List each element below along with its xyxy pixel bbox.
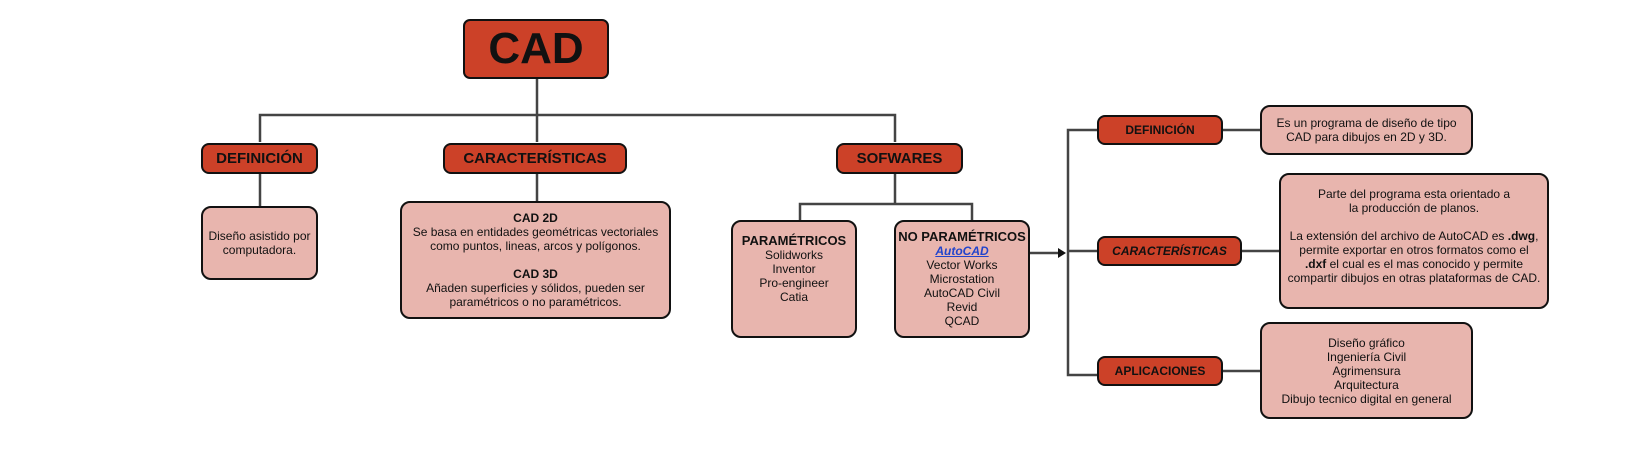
list-item: Catia [779,290,808,304]
node-label: CARACTERÍSTICAS [463,150,607,167]
node-caracteristicas[interactable]: CARACTERÍSTICAS [443,143,627,174]
node-right-aplicaciones[interactable]: APLICACIONES [1097,356,1223,386]
autocad-link[interactable]: AutoCAD [935,244,989,258]
node-label: SOFWARES [856,150,943,167]
root-node-cad[interactable]: CAD [463,19,609,79]
box-right-caracteristicas: Parte del programa esta orientado a la p… [1279,173,1549,309]
box-right-aplicaciones: Diseño gráfico Ingeniería Civil Agrimens… [1260,322,1473,419]
no-parametricos-title: NO PARAMÉTRICOS [898,229,1026,244]
text-line: CAD para dibujos en 2D y 3D. [1286,130,1447,144]
list-item: Revid [946,300,978,314]
list-item: Solidworks [764,248,824,262]
text-line: como puntos, lineas, arcos y polígonos. [430,239,641,253]
node-right-definicion[interactable]: DEFINICIÓN [1097,115,1223,145]
node-label: DEFINICIÓN [1125,123,1195,137]
text-line: Se basa en entidades geométricas vectori… [412,225,659,239]
node-softwares[interactable]: SOFWARES [836,143,963,174]
text-line: Es un programa de diseño de tipo [1276,116,1457,130]
list-item: Ingeniería Civil [1326,349,1407,364]
node-right-caracteristicas[interactable]: CARACTERÍSTICAS [1097,236,1242,266]
list-item: AutoCAD Civil [923,286,1001,300]
list-item: Inventor [772,262,816,276]
text-line: paramétricos o no paramétricos. [449,295,622,309]
list-item: Arquitectura [1334,377,1399,392]
arrowhead-icon [1058,248,1066,258]
node-label: DEFINICIÓN [216,150,303,167]
text-line: compartir dibujos en otras plataformas d… [1287,271,1541,285]
softwares-split-connector [798,202,974,220]
box-definicion: Diseño asistido por computadora. [201,206,318,280]
node-label: APLICACIONES [1114,364,1206,378]
text-line: La extensión del archivo de AutoCAD es .… [1289,229,1539,243]
cad3d-title: CAD 3D [513,267,558,281]
text-line: computadora. [222,243,297,257]
list-item: Pro-engineer [759,276,829,290]
text-line: Parte del programa esta orientado a [1317,187,1511,201]
text-line: Diseño asistido por [208,229,311,243]
right-trunk-connector [1066,128,1098,377]
text-line: permite exportar en otros formatos como … [1299,243,1529,257]
text-line: .dxf el cual es el mas conocido y permit… [1304,257,1524,271]
text-line: Añaden superficies y sólidos, pueden ser [426,281,645,295]
parametricos-title: PARAMÉTRICOS [741,233,847,248]
list-item: QCAD [944,314,980,328]
box-parametricos: PARAMÉTRICOS Solidworks Inventor Pro-eng… [731,220,857,338]
level1-connector [258,113,897,142]
cad2d-title: CAD 2D [513,211,558,225]
list-item: Dibujo tecnico digital en general [1281,391,1452,406]
list-item: Diseño gráfico [1328,335,1405,350]
list-item: Agrimensura [1332,363,1401,378]
text-line: la producción de planos. [1348,201,1480,215]
node-label: CARACTERÍSTICAS [1112,244,1227,258]
node-definicion[interactable]: DEFINICIÓN [201,143,318,174]
box-right-definicion: Es un programa de diseño de tipo CAD par… [1260,105,1473,155]
box-no-parametricos: NO PARAMÉTRICOS AutoCAD Vector Works Mic… [894,220,1030,338]
list-item: Microstation [929,272,995,286]
box-caracteristicas: CAD 2D Se basa en entidades geométricas … [400,201,671,319]
list-item: Vector Works [926,258,998,272]
root-label: CAD [488,24,584,73]
